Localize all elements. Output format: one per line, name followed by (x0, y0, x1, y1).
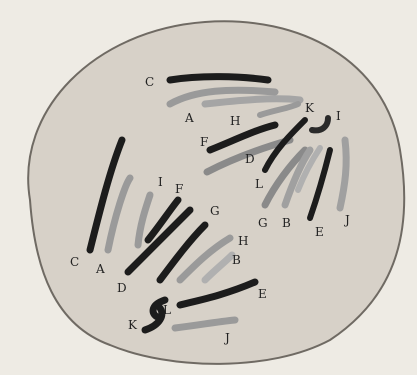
label-bot-L: L (163, 303, 171, 317)
label-bot-I: I (158, 175, 163, 189)
label-bot-J: J (223, 331, 230, 345)
label-bot-G: G (210, 204, 220, 218)
label-bot-E: E (258, 287, 267, 301)
label-top-G: G (258, 216, 268, 230)
label-bot-K: K (128, 318, 138, 332)
label-top-A: A (184, 111, 194, 125)
cell-outline (28, 21, 404, 364)
label-top-H: H (230, 114, 240, 128)
label-top-C: C (145, 75, 154, 89)
label-bot-C: C (70, 255, 79, 269)
label-bot-F: F (175, 182, 183, 196)
label-bot-A: A (95, 262, 105, 276)
label-top-K: K (305, 101, 315, 115)
label-top-E: E (315, 225, 324, 239)
label-top-I: I (336, 109, 341, 123)
label-bot-B: B (232, 253, 241, 267)
label-top-J: J (343, 213, 350, 227)
label-top-D: D (245, 152, 255, 166)
label-bot-D: D (117, 281, 127, 295)
chromosome-top-C (170, 77, 268, 80)
label-bot-H: H (238, 234, 248, 248)
label-top-F: F (200, 135, 208, 149)
label-top-L: L (255, 177, 263, 191)
label-top-B: B (282, 216, 291, 230)
